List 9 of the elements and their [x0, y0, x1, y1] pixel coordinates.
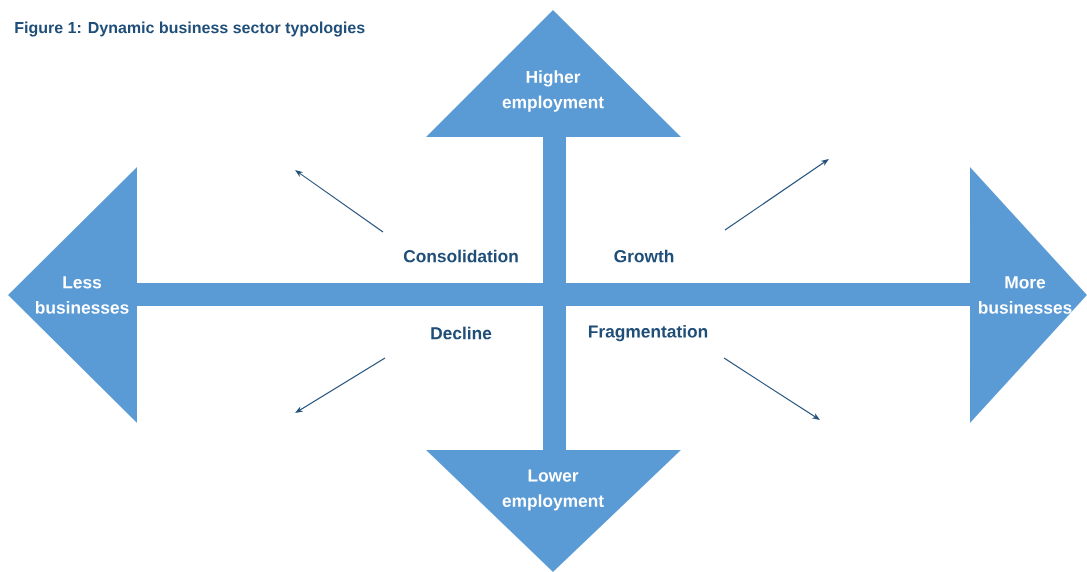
quadrant-label: Growth	[614, 249, 674, 263]
figure-title: Figure 1: Dynamic business sector typologies	[15, 21, 365, 37]
quadrant-label: Consolidation	[403, 249, 518, 263]
arrowhead-triangle: More businesses	[970, 167, 1087, 423]
quadrant-label: Decline	[431, 326, 492, 340]
arrowhead-triangle: Lower employment	[426, 450, 681, 572]
quadrant-label: Fragmentation	[588, 324, 708, 342]
arrowhead-triangle: Less businesses	[8, 167, 137, 423]
arrowhead-triangle: Higher employment	[426, 10, 681, 137]
